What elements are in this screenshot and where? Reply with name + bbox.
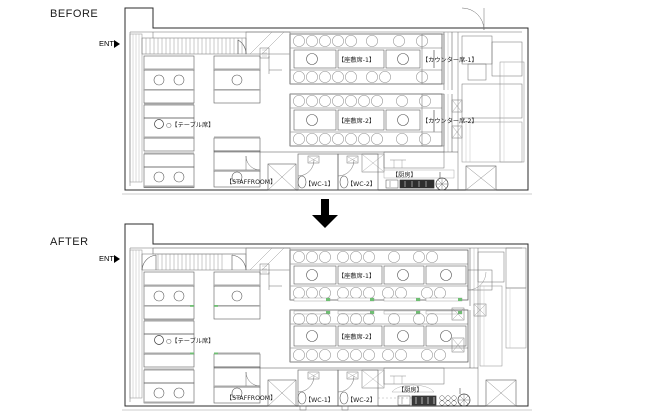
before-wc2-label: 【WC-2】 [347,181,376,188]
entrance-arrow-icon [114,254,120,263]
before-wc1-label: 【WC-1】 [305,181,334,188]
before-section: BEFORE ENT [0,0,650,205]
after-wc1-label: 【WC-1】 [305,397,334,404]
after-zashiki1-label: 【座敷席-1】 [338,272,375,280]
after-section: AFTER ENT [0,223,650,420]
down-arrow-icon [312,199,338,228]
after-section-label: AFTER [50,236,89,248]
before-entrance-marker: ENT [99,39,120,48]
entrance-label: ENT [99,254,114,263]
before-floor-plan: ○【テーブル席】 【座敷席-1】 【座敷席-2】 【カウンター席-1】 【カウン… [122,4,547,202]
after-wc2-label: 【WC-2】 [347,397,376,404]
before-table-seats-label: ○【テーブル席】 [166,121,214,129]
after-staffroom-label: 【STAFFROOM】 [226,395,276,402]
after-floor-plan: ○【テーブル席】 【座敷席-1】 【座敷席-2】 【STAFFROOM】 【WC… [122,220,547,418]
entrance-label: ENT [99,39,114,48]
after-entrance-marker: ENT [99,254,120,263]
after-plan-drawing: ○【テーブル席】 【座敷席-1】 【座敷席-2】 【STAFFROOM】 【WC… [122,223,532,411]
before-zashiki2-label: 【座敷席-2】 [338,117,375,125]
before-counter2-label: 【カウンター席-2】 [422,117,478,125]
before-counter1-label: 【カウンター席-1】 [422,56,478,64]
entrance-arrow-icon [114,39,120,48]
after-table-seats-label: ○【テーブル席】 [166,337,214,345]
before-section-label: BEFORE [50,8,99,20]
after-kitchen-label: 【厨房】 [398,386,423,394]
after-zashiki2-label: 【座敷席-2】 [338,333,375,341]
before-zashiki1-label: 【座敷席-1】 [338,56,375,64]
transition-arrow [307,199,343,229]
before-kitchen-label: 【厨房】 [392,171,417,179]
before-staffroom-label: 【STAFFROOM】 [226,179,276,186]
before-plan-drawing: ○【テーブル席】 【座敷席-1】 【座敷席-2】 【カウンター席-1】 【カウン… [122,7,532,195]
